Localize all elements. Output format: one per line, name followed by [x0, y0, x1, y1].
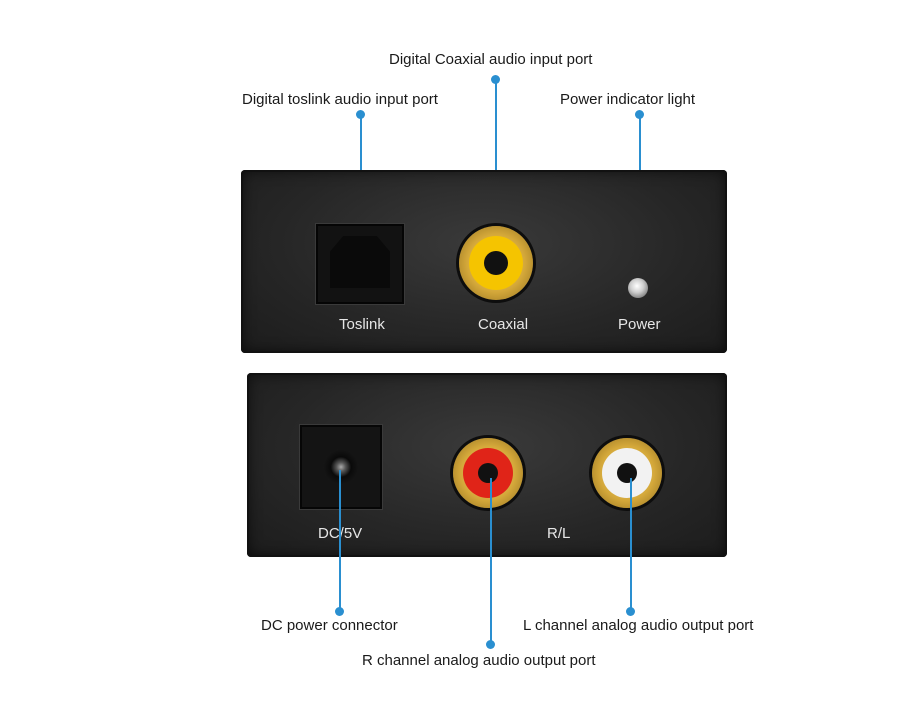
- coaxial-input-dot: [491, 75, 500, 84]
- coaxial-hole: [484, 251, 508, 275]
- dc-connector-callout: DC power connector: [261, 617, 398, 634]
- power-label: Power: [618, 316, 661, 333]
- l-channel-hole: [617, 463, 637, 483]
- r-channel-hole: [478, 463, 498, 483]
- toslink-port: [316, 224, 404, 304]
- toslink-input-dot: [356, 110, 365, 119]
- power-light-dot: [635, 110, 644, 119]
- front-panel: Toslink Coaxial Power: [241, 170, 727, 353]
- coaxial-input-line: [495, 79, 497, 259]
- l-channel-insert: [602, 448, 652, 498]
- toslink-input-callout: Digital toslink audio input port: [242, 91, 438, 108]
- r-channel-dot: [486, 640, 495, 649]
- dc-power-port: [300, 425, 382, 509]
- l-channel-dot: [626, 607, 635, 616]
- coaxial-port: [459, 226, 533, 300]
- r-channel-callout: R channel analog audio output port: [362, 652, 596, 669]
- dc-connector-line: [339, 470, 341, 610]
- r-channel-port: [453, 438, 523, 508]
- toslink-cavity: [330, 236, 390, 288]
- l-channel-callout: L channel analog audio output port: [523, 617, 754, 634]
- l-channel-line: [630, 478, 632, 610]
- coaxial-label: Coaxial: [478, 316, 529, 333]
- l-channel-port: [592, 438, 662, 508]
- power-led: [628, 278, 648, 298]
- dc-connector-dot: [335, 607, 344, 616]
- r-channel-insert: [463, 448, 513, 498]
- rl-label: R/L: [547, 525, 571, 542]
- coaxial-insert: [469, 236, 523, 290]
- r-channel-line: [490, 478, 492, 643]
- coaxial-input-callout: Digital Coaxial audio input port: [389, 51, 593, 68]
- power-light-callout: Power indicator light: [560, 91, 696, 108]
- dc-power-hole: [323, 449, 359, 485]
- toslink-label: Toslink: [339, 316, 385, 333]
- back-panel: DC/5V R/L: [247, 373, 727, 557]
